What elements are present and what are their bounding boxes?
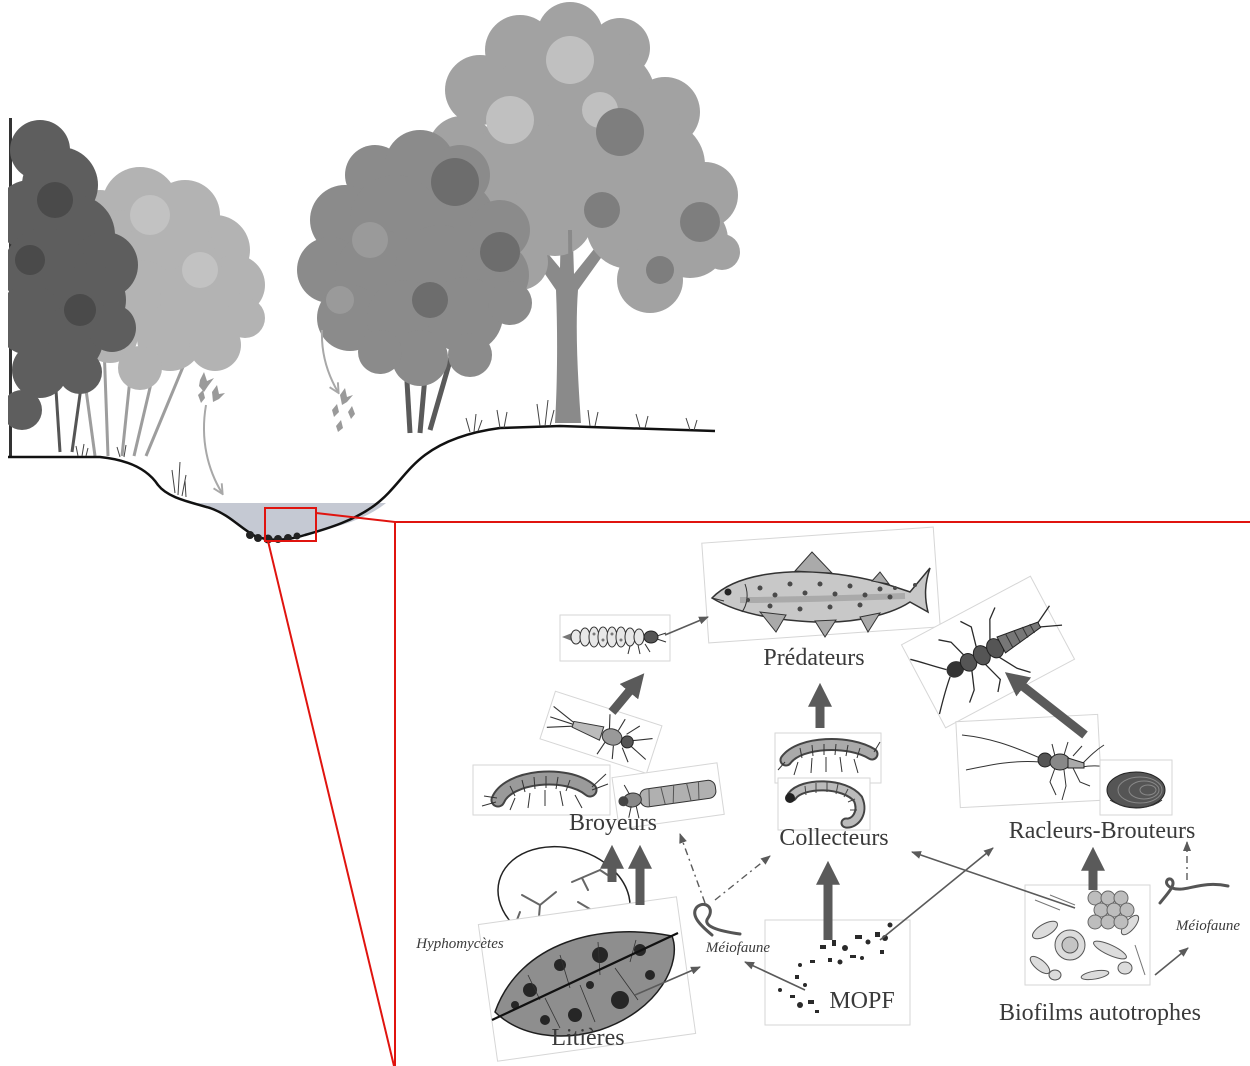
label-biofilms-autotrophes: Biofilms autotrophes	[999, 1000, 1201, 1026]
meiofauna-worm-right	[1160, 879, 1228, 903]
zoom-line-diagonal	[268, 541, 394, 1066]
label-meiofaune-right: Méiofaune	[1175, 918, 1240, 934]
meiofauna-worm-left	[695, 904, 740, 935]
label-collecteurs: Collecteurs	[779, 825, 888, 851]
arrow-larva-to-trout	[665, 617, 708, 635]
label-hyphomycetes: Hyphomycètes	[415, 936, 504, 952]
label-mopf: MOPF	[829, 988, 894, 1014]
arrow-mopf-to-racleurs	[880, 848, 993, 940]
label-broyeurs: Broyeurs	[569, 810, 657, 836]
tree-dark-left	[0, 118, 138, 456]
grazer-mayfly-illustration	[956, 714, 1110, 807]
zoom-line-top	[316, 513, 1250, 522]
predatory-larva-illustration	[560, 615, 670, 661]
amphipod-illustration	[473, 765, 610, 815]
arrow-biofilms-to-collecteurs	[912, 852, 1075, 908]
label-racleurs-brouteurs: Racleurs-Brouteurs	[1009, 818, 1196, 844]
label-predateurs: Prédateurs	[763, 645, 864, 671]
chironomid-larva-illustration	[778, 778, 870, 830]
arrow-broyeurs-to-predator	[612, 688, 632, 712]
label-meiofaune-left: Méiofaune	[705, 940, 770, 956]
biofilm-diatoms-illustration	[1025, 885, 1150, 985]
collector-amphipod-illustration	[775, 733, 881, 783]
arrow-meiofaune-to-broyeurs	[680, 834, 705, 903]
limpet-shell-illustration	[1100, 760, 1172, 815]
arrow-meiofaune-to-collecteurs	[715, 856, 770, 900]
mayfly-nymph-illustration	[540, 691, 662, 773]
trout-illustration	[702, 527, 940, 643]
grass-tufts	[76, 400, 697, 497]
arrow-biofilms-to-meiofaune	[1155, 948, 1188, 975]
riparian-landscape	[0, 2, 740, 544]
label-litieres: Litières	[551, 1025, 624, 1051]
